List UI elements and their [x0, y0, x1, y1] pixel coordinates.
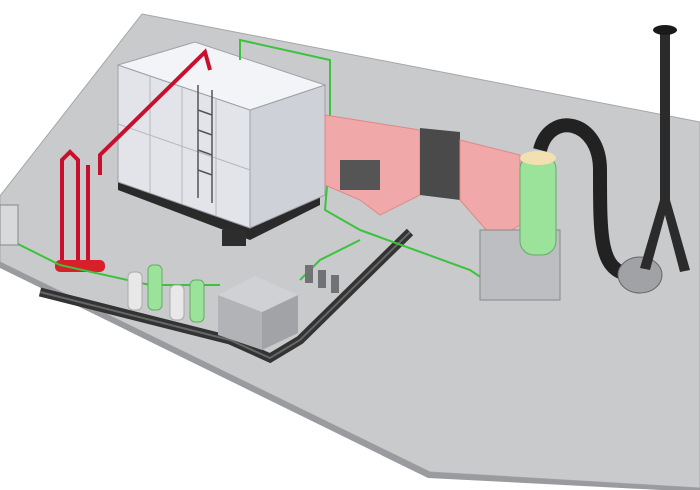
- steam-pipes: [60, 48, 212, 265]
- water-tank-front: [218, 295, 262, 350]
- softener-tank-3: [169, 284, 185, 321]
- cable-trench-inner: [39, 231, 411, 360]
- chimney: [640, 30, 690, 272]
- boiler-ladder: [197, 85, 213, 203]
- water-tank-side: [262, 295, 298, 350]
- flue-hose: [533, 118, 632, 282]
- feed-pumps: [305, 265, 339, 293]
- induced-draft-fan: [340, 160, 380, 190]
- dust-collector-top: [520, 151, 556, 165]
- boiler-base: [118, 175, 320, 240]
- softener-tank-4: [189, 279, 205, 323]
- softener-tank-2: [147, 264, 163, 311]
- control-cabinet: [0, 204, 19, 246]
- chimney-fan: [617, 256, 663, 294]
- steam-header: [55, 260, 105, 272]
- floor-platform: [0, 13, 700, 489]
- boiler-top: [116, 41, 327, 111]
- chimney-cap: [653, 25, 677, 35]
- softener-tank-1: [127, 271, 143, 311]
- economizer: [420, 128, 460, 200]
- feed-fan: [222, 230, 246, 246]
- boiler-panel-lines: [117, 76, 251, 216]
- water-tank-top: [218, 276, 298, 312]
- dust-collector: [519, 154, 557, 256]
